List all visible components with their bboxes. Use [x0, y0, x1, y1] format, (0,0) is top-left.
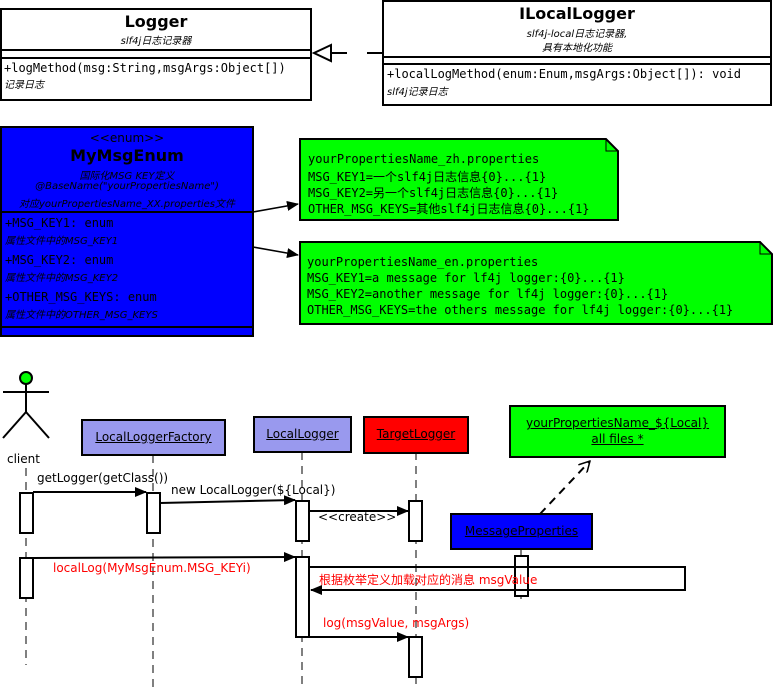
- props-files-box[interactable]: [509, 405, 726, 458]
- factory-label: LocalLoggerFactory: [95, 430, 212, 444]
- ilocal-title: ILocalLogger: [519, 4, 635, 23]
- enum-title: MyMsgEnum: [70, 146, 184, 165]
- ilocal-method-note: slf4j记录日志: [387, 87, 448, 98]
- enum-desc-2: @BaseName("yourPropertiesName"): [35, 181, 219, 192]
- enum-stereotype: <<enum>>: [89, 131, 165, 145]
- logger-subtitle: slf4j日志记录器: [120, 36, 192, 47]
- targetlogger-box[interactable]: [363, 416, 469, 454]
- enum-desc-1: 国际化MSG KEY定义: [79, 171, 175, 182]
- messageproperties-box[interactable]: [450, 513, 593, 550]
- note-en[interactable]: [299, 241, 773, 325]
- targetlogger-label: TargetLogger: [376, 427, 456, 441]
- enum-desc-3: 对应yourPropertiesName_XX.properties文件: [18, 199, 236, 210]
- props-files-label-2: all files *: [591, 432, 644, 446]
- enum-attr-note: 属性文件中的MSG_KEY1: [5, 236, 119, 247]
- note-zh-line: OTHER_MSG_KEYS=其他slf4j日志信息{0}...{1}: [308, 202, 590, 216]
- note-zh[interactable]: [299, 138, 619, 221]
- note-en-line: MSG_KEY2=another message for lf4j logger…: [307, 287, 669, 301]
- ilocallogger-class[interactable]: [382, 0, 772, 106]
- actor-label: client: [7, 452, 40, 466]
- note-zh-line: yourPropertiesName_zh.properties: [308, 152, 540, 166]
- enum-attr: +OTHER_MSG_KEYS: enum: [5, 290, 157, 304]
- msg-create: <<create>>: [318, 510, 397, 524]
- msg-get-logger: getLogger(getClass()): [37, 471, 169, 485]
- logger-method: +logMethod(msg:String,msgArgs:Object[]): [4, 61, 286, 75]
- factory-box[interactable]: [81, 419, 226, 456]
- msg-log: log(msgValue, msgArgs): [323, 616, 470, 630]
- note-en-line: MSG_KEY1=a message for lf4j logger:{0}..…: [307, 271, 625, 285]
- msg-load-msg: 根据枚举定义加载对应的消息 msgValue: [319, 573, 538, 587]
- note-en-line: yourPropertiesName_en.properties: [307, 255, 539, 269]
- msg-local-log: localLog(MyMsgEnum.MSG_KEYi): [53, 561, 251, 575]
- enum-attr-note: 属性文件中的OTHER_MSG_KEYS: [5, 310, 158, 321]
- logger-method-note: 记录日志: [4, 80, 44, 91]
- note-zh-line: MSG_KEY1=一个slf4j日志信息{0}...{1}: [308, 170, 547, 184]
- logger-title: Logger: [124, 12, 188, 31]
- locallogger-label: LocalLogger: [266, 427, 339, 441]
- ilocal-subtitle-1: slf4j-local日志记录器,: [526, 29, 628, 40]
- logger-class[interactable]: [0, 8, 312, 101]
- messages: [32, 461, 686, 642]
- ilocal-method: +localLogMethod(enum:Enum,msgArgs:Object…: [387, 67, 742, 81]
- locallogger-box[interactable]: [253, 416, 352, 453]
- note-en-line: OTHER_MSG_KEYS=the others message for lf…: [307, 303, 734, 317]
- enum-attr: +MSG_KEY1: enum: [5, 216, 114, 230]
- realization-arrowhead: [311, 43, 332, 63]
- props-files-label-1: yourPropertiesName_${Local}: [525, 416, 710, 430]
- actor-client[interactable]: [2, 371, 50, 439]
- ilocal-subtitle-2: 具有本地化功能: [542, 43, 612, 54]
- mymsgenum-class[interactable]: [0, 126, 254, 337]
- msg-new-logger: new LocalLogger(${Local}): [171, 483, 336, 497]
- enum-attr: +MSG_KEY2: enum: [5, 253, 114, 267]
- note-zh-line: MSG_KEY2=另一个slf4j日志信息{0}...{1}: [308, 186, 559, 200]
- enum-attr-note: 属性文件中的MSG_KEY2: [5, 273, 119, 284]
- messageproperties-label: MessageProperties: [464, 524, 579, 538]
